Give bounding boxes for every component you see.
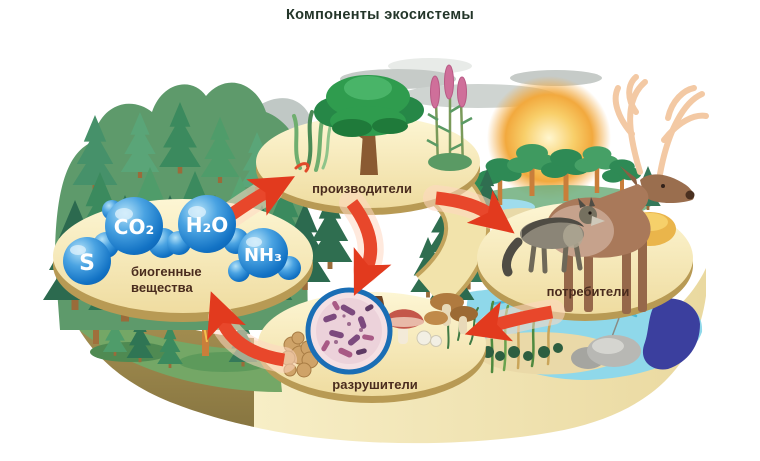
cycle-arrows <box>207 176 565 373</box>
molecule-h2o-label: H₂O <box>186 213 229 237</box>
molecule-h2o: H₂O <box>167 195 249 255</box>
microbe-lens <box>305 287 393 375</box>
platform-decomposers <box>258 287 486 403</box>
arrow-producers-to-decomposers <box>346 199 392 296</box>
label-consumers: потребители <box>546 284 630 299</box>
platform-consumers <box>477 74 709 321</box>
wolf <box>501 197 605 277</box>
arrow-consumers-to-decomposers <box>464 301 554 342</box>
molecule-s: S <box>63 237 111 285</box>
arrow-producers-to-consumers <box>435 190 515 234</box>
molecule-s-label: S <box>79 251 95 276</box>
label-biogenic: биогенные вещества <box>131 264 251 296</box>
platform-producers <box>256 64 480 215</box>
fireweed-plant <box>426 64 473 171</box>
sun <box>487 76 611 200</box>
producer-tree <box>314 75 424 175</box>
label-producers: производители <box>312 181 412 196</box>
arrow-decomposers-to-biogenic <box>207 291 286 367</box>
label-biogenic-line1: биогенные <box>131 264 202 279</box>
molecule-nh3-label: NH₃ <box>244 245 282 266</box>
deep-water <box>642 298 700 370</box>
label-biogenic-line2: вещества <box>131 280 193 295</box>
molecules: CO₂ H₂O NH₃ S <box>63 195 301 285</box>
rock <box>571 317 641 369</box>
molecule-co2-label: CO₂ <box>114 215 154 239</box>
molecule-nh3: NH₃ <box>228 228 301 282</box>
label-decomposers: разрушители <box>332 377 418 392</box>
page-title: Компоненты экосистемы <box>285 7 475 23</box>
